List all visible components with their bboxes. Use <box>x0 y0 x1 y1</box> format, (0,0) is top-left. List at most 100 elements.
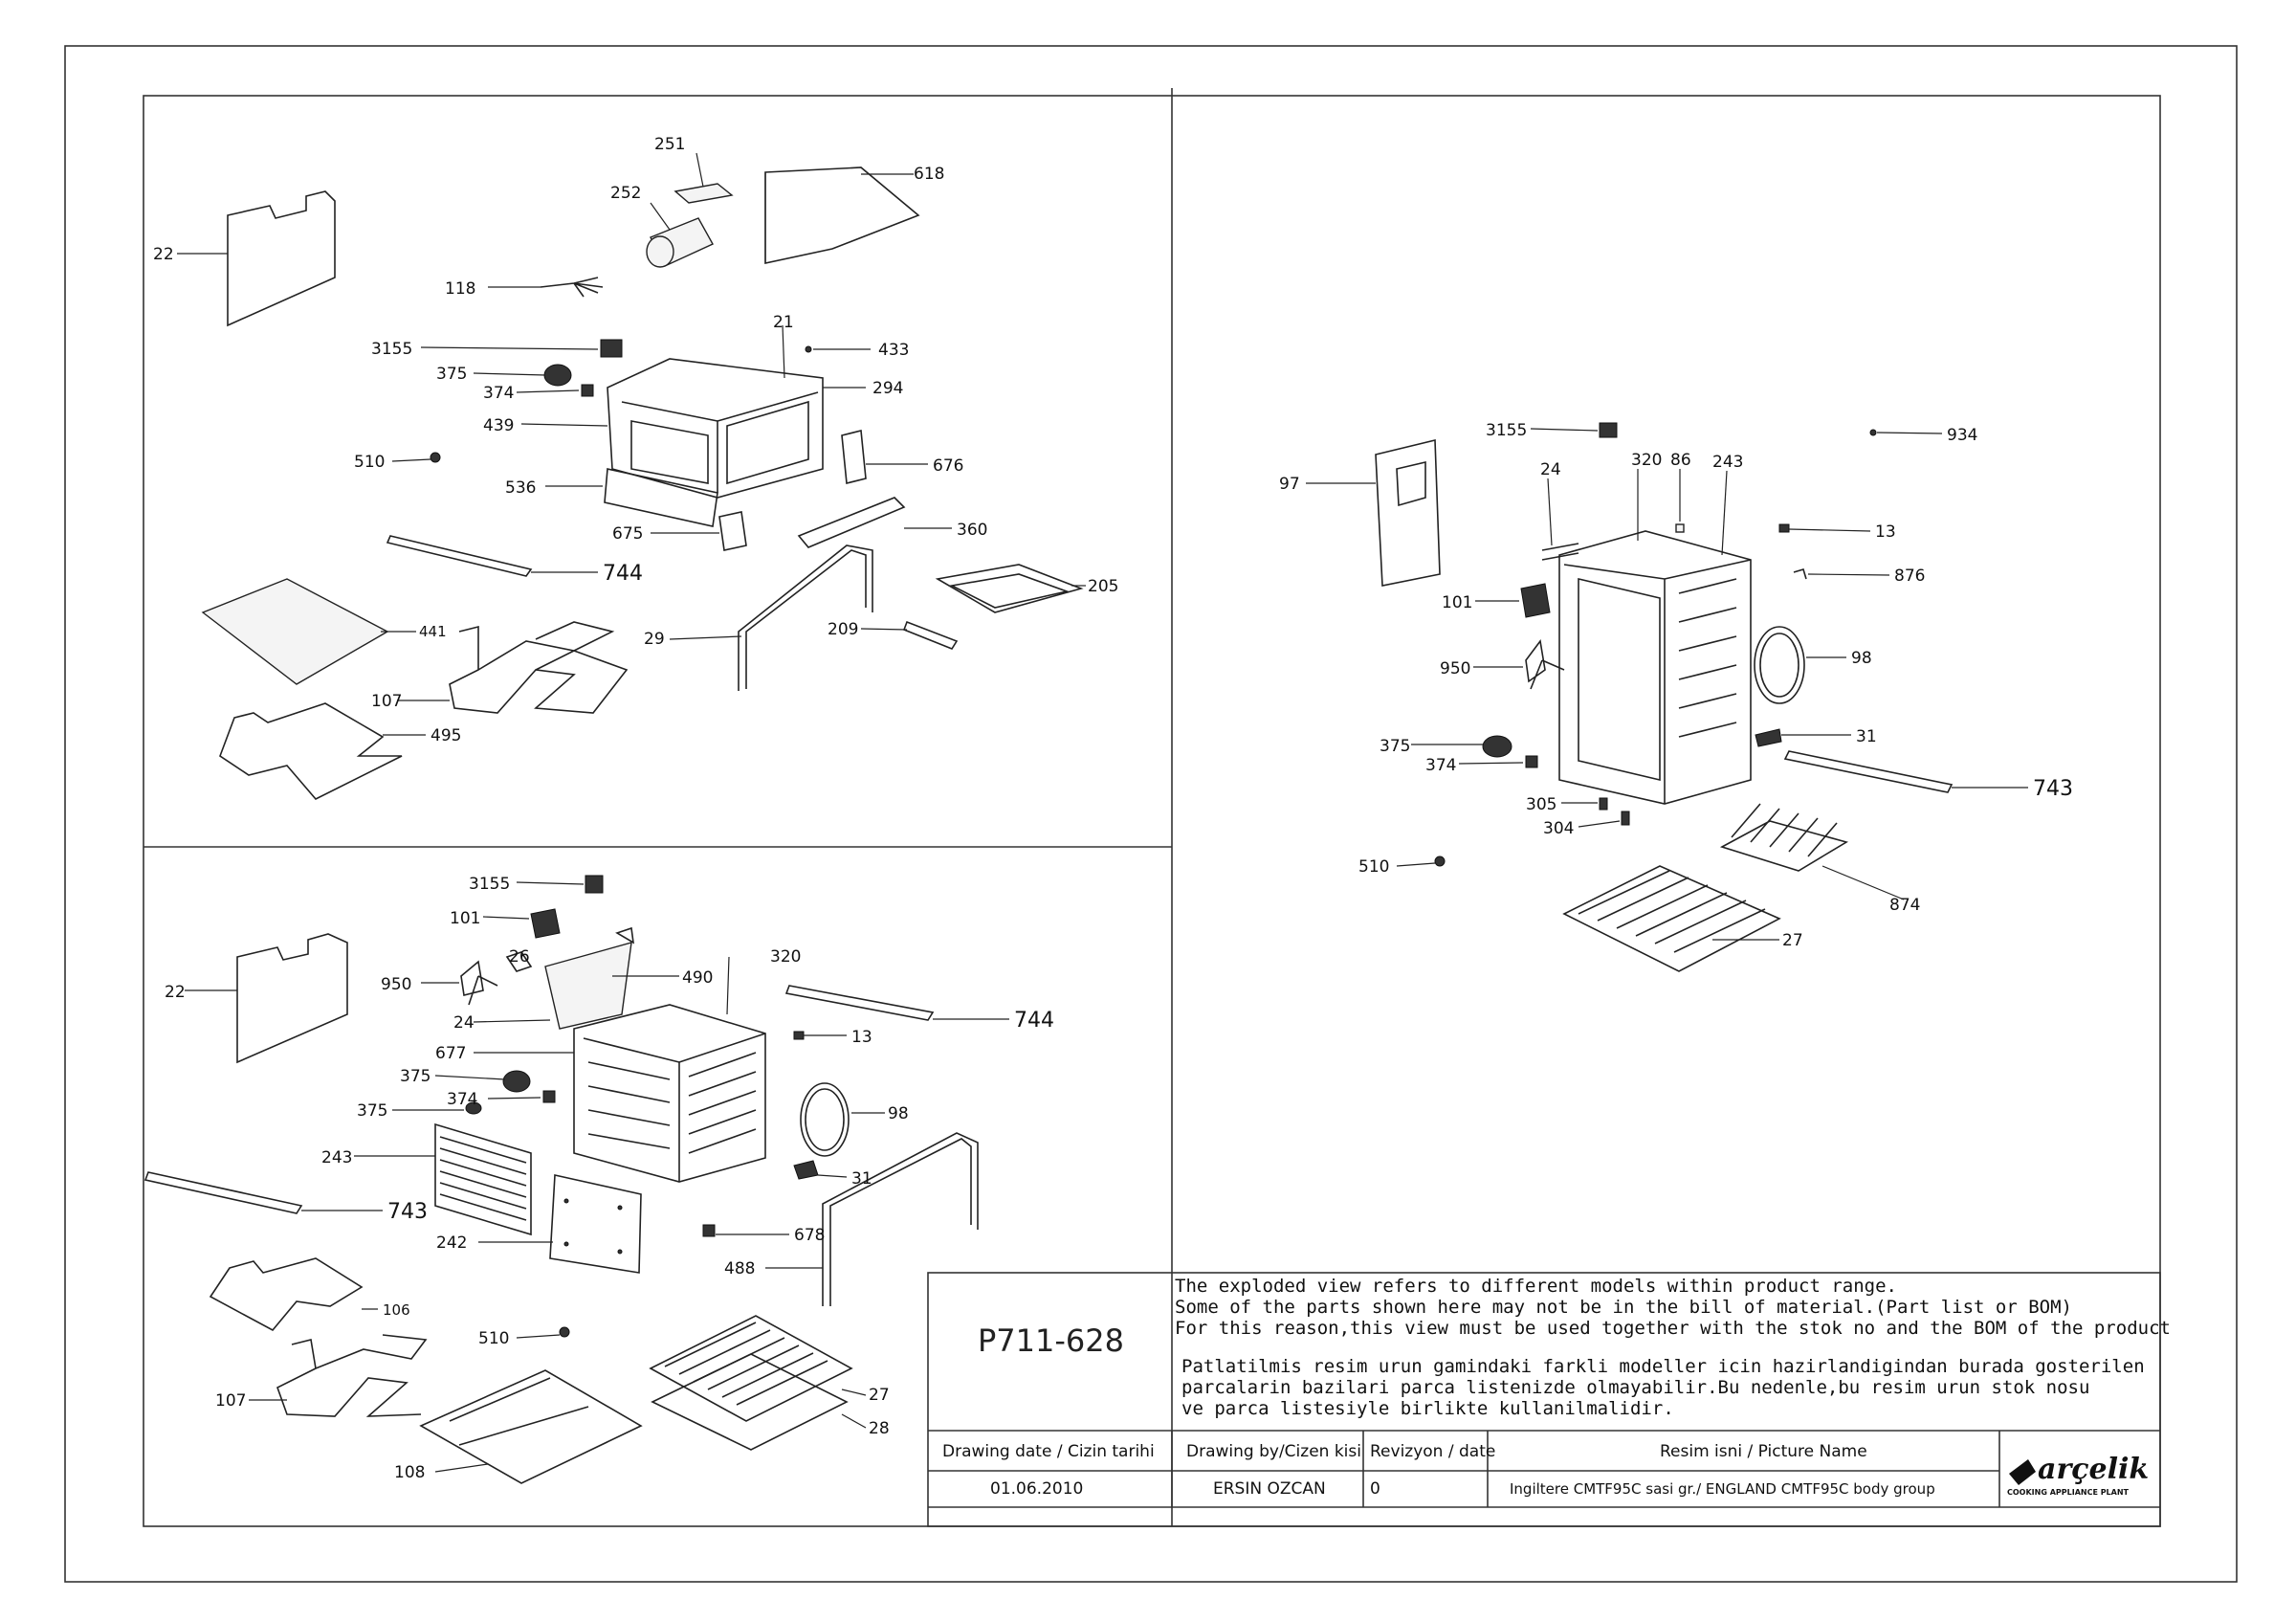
part-744 <box>386 535 533 577</box>
part-374-r <box>1525 755 1538 768</box>
label-874: 874 <box>1889 896 1920 915</box>
label-242: 242 <box>436 1233 467 1253</box>
part-26 <box>505 926 635 972</box>
date-label: Drawing date / Cizin tarihi <box>942 1442 1155 1461</box>
label-441: 441 <box>419 623 447 640</box>
part-950-fan <box>460 960 498 1006</box>
label-24-b: 24 <box>453 1013 475 1033</box>
part-676 <box>841 429 867 485</box>
part-22-panel-b <box>236 933 348 1064</box>
label-107-b: 107 <box>215 1391 246 1411</box>
part-86 <box>1675 523 1685 533</box>
label-618: 618 <box>914 165 944 184</box>
label-21: 21 <box>773 313 794 332</box>
label-22: 22 <box>153 245 174 264</box>
label-205: 205 <box>1088 577 1118 596</box>
part-375-r <box>1482 735 1512 758</box>
label-3155-b: 3155 <box>469 875 510 894</box>
note-tr-2: parcalarin bazilari parca listenizde olm… <box>1181 1377 2089 1398</box>
part-675 <box>718 511 747 551</box>
part-118-wires <box>540 277 604 298</box>
label-118: 118 <box>445 279 475 299</box>
part-251 <box>673 183 734 204</box>
label-744: 744 <box>603 562 643 586</box>
part-490 <box>544 942 632 1030</box>
label-106: 106 <box>383 1301 410 1319</box>
label-375: 375 <box>436 365 467 384</box>
label-31-b: 31 <box>851 1169 872 1189</box>
part-243-b <box>434 1122 532 1236</box>
part-3155-r <box>1599 422 1618 438</box>
revision-value: 0 <box>1370 1479 1380 1499</box>
label-375-b: 375 <box>400 1067 430 1086</box>
part-510-r <box>1434 855 1446 867</box>
part-106 <box>209 1257 364 1332</box>
label-98-r: 98 <box>1851 649 1872 668</box>
label-375-r: 375 <box>1380 737 1410 756</box>
part-495-element <box>219 702 403 800</box>
label-934: 934 <box>1947 426 1977 445</box>
part-488 <box>829 1138 972 1306</box>
part-27-b <box>649 1315 853 1422</box>
label-294: 294 <box>872 379 903 398</box>
part-374 <box>581 384 594 397</box>
part-31-b <box>793 1160 819 1180</box>
label-375-c: 375 <box>357 1101 387 1121</box>
date-value: 01.06.2010 <box>990 1479 1083 1499</box>
part-433 <box>805 345 812 353</box>
part-320-cavity <box>573 1004 766 1183</box>
part-510-b <box>559 1326 570 1338</box>
note-en-3: For this reason,this view must be used t… <box>1175 1318 2171 1339</box>
part-242 <box>549 1174 642 1274</box>
part-304 <box>1621 811 1630 826</box>
part-24-r <box>1541 543 1579 561</box>
part-375-b <box>502 1070 531 1093</box>
label-360: 360 <box>957 521 987 540</box>
title-block: P711-628 The exploded view refers to dif… <box>927 1272 2171 1527</box>
label-510-b: 510 <box>478 1329 509 1348</box>
part-678 <box>702 1224 716 1237</box>
label-101-b: 101 <box>450 909 480 928</box>
label-374-r: 374 <box>1425 756 1456 775</box>
part-209 <box>902 620 959 650</box>
label-97: 97 <box>1279 475 1300 494</box>
part-108 <box>419 1369 643 1484</box>
label-243-r: 243 <box>1712 453 1743 472</box>
note-en-2: Some of the parts shown here may not be … <box>1175 1297 2072 1318</box>
label-743-b: 743 <box>387 1200 428 1224</box>
label-950-b: 950 <box>381 975 411 994</box>
part-375 <box>543 364 572 387</box>
part-510 <box>430 452 441 463</box>
label-510: 510 <box>354 453 385 472</box>
panel-bottom-left <box>144 875 1009 1484</box>
part-13-b <box>793 1031 805 1040</box>
label-31-r: 31 <box>1856 727 1877 746</box>
label-678: 678 <box>794 1226 825 1245</box>
label-320: 320 <box>770 947 801 967</box>
label-876: 876 <box>1894 567 1925 586</box>
part-743-b <box>144 1171 303 1214</box>
label-743-r: 743 <box>2033 777 2073 801</box>
part-305 <box>1599 797 1608 811</box>
part-13-r <box>1778 523 1790 533</box>
label-26: 26 <box>509 947 530 967</box>
part-101-r <box>1520 583 1551 618</box>
logo-subtitle: COOKING APPLIANCE PLANT <box>2007 1488 2130 1497</box>
label-744-b: 744 <box>1014 1009 1054 1033</box>
label-536: 536 <box>505 478 536 498</box>
label-28: 28 <box>869 1419 890 1438</box>
label-251: 251 <box>654 135 685 154</box>
part-107-element <box>449 621 629 714</box>
label-27-b: 27 <box>869 1386 890 1405</box>
label-27-r: 27 <box>1782 931 1803 950</box>
label-3155-r: 3155 <box>1486 421 1527 440</box>
part-29 <box>745 549 867 689</box>
picture-name-value: Ingiltere CMTF95C sasi gr./ ENGLAND CMTF… <box>1510 1480 1935 1498</box>
label-13-r: 13 <box>1875 522 1896 542</box>
label-22-b: 22 <box>165 983 186 1002</box>
part-3155-b <box>585 875 604 894</box>
label-950-r: 950 <box>1440 659 1470 678</box>
label-108: 108 <box>394 1463 425 1482</box>
part-744-b <box>784 985 935 1021</box>
